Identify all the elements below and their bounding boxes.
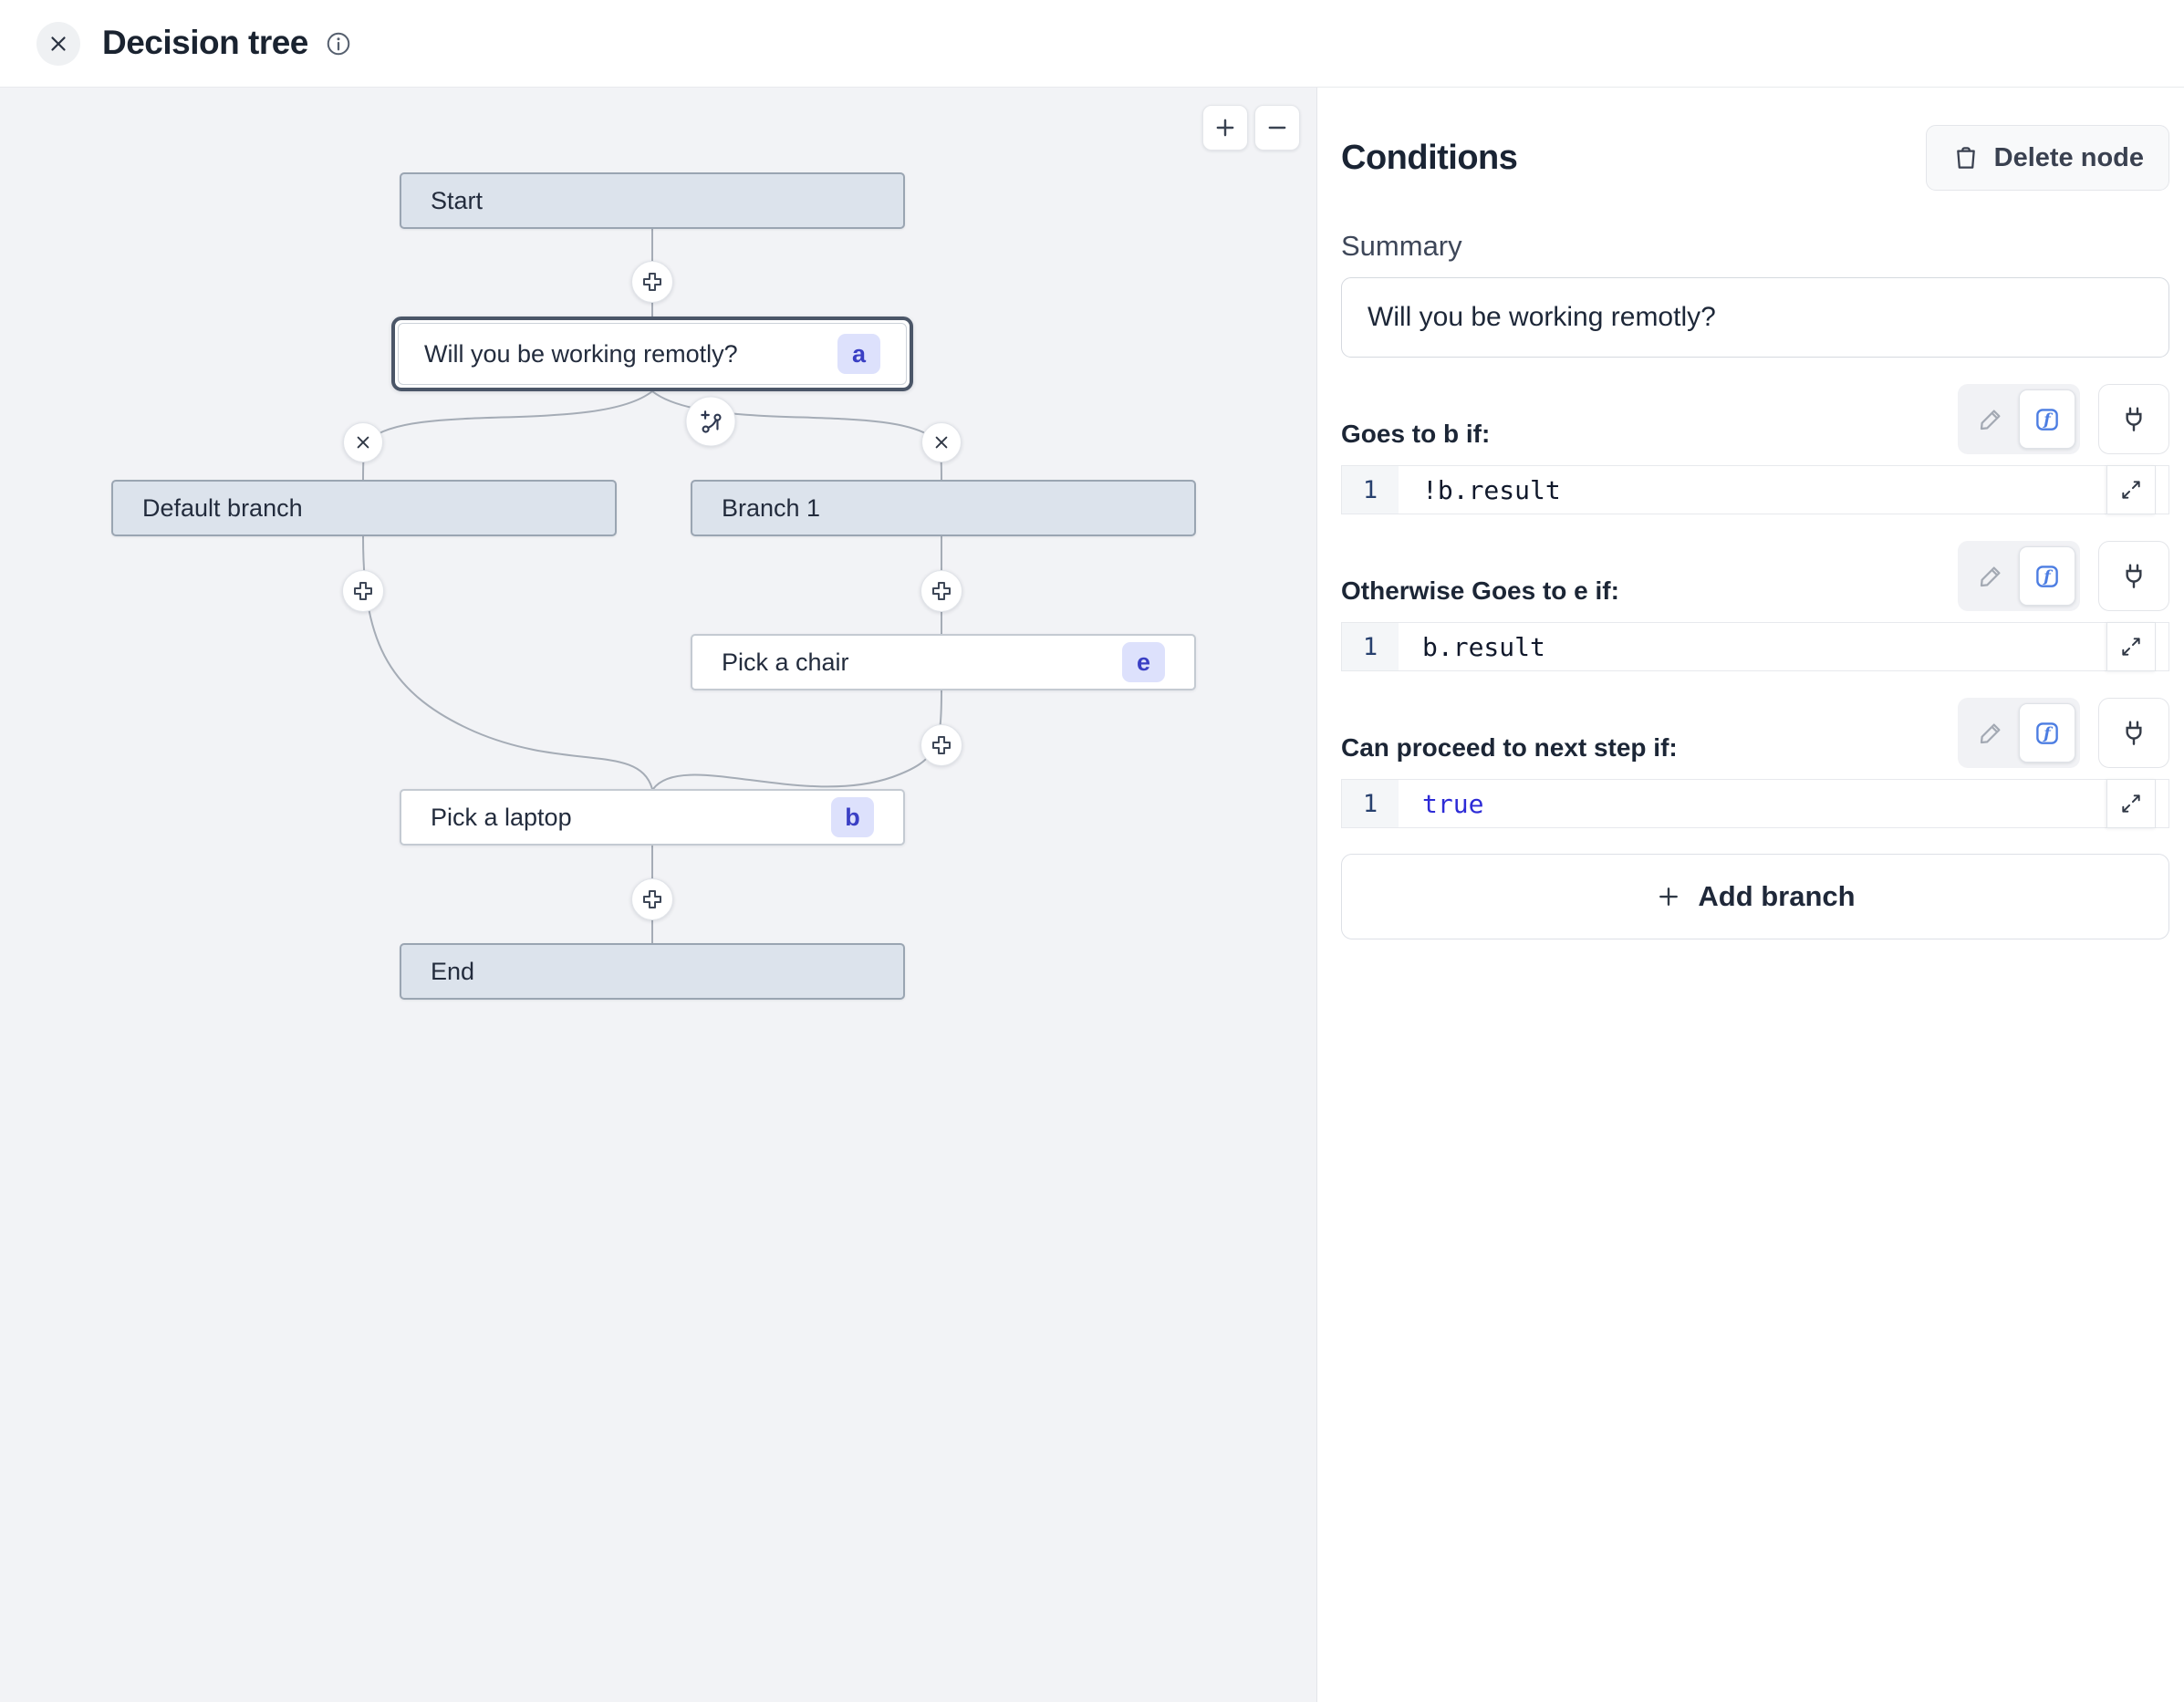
code-editor[interactable]: 1 true [1341,779,2169,828]
add-step-icon [641,888,663,910]
info-icon[interactable] [325,30,352,57]
trash-icon [1951,143,1981,172]
svg-text:f: f [2042,568,2054,586]
remove-branch-button[interactable] [921,422,962,462]
add-step-button[interactable] [631,878,673,920]
expand-icon [2119,635,2143,659]
node-label: Will you be working remotly? [424,339,738,368]
add-branch-node-button[interactable] [685,396,736,447]
delete-node-button[interactable]: Delete node [1925,125,2169,191]
svg-text:f: f [2042,411,2054,430]
page-title: Decision tree [102,23,308,61]
add-step-icon [931,580,952,602]
node-default-branch[interactable]: Default branch [111,480,617,536]
plug-icon [2119,405,2148,434]
remove-branch-button[interactable] [343,422,383,462]
expand-editor-button[interactable] [2106,779,2156,828]
fx-mode-button[interactable]: f [2019,546,2075,606]
section-label: Goes to b if: [1341,420,1491,448]
add-step-button[interactable] [631,261,673,303]
section-label: Otherwise Goes to e if: [1341,576,1619,605]
fx-icon: f [2033,720,2061,747]
editor-mode-toggle: f [1958,384,2080,454]
plug-icon [2119,719,2148,748]
node-label: Pick a chair [722,648,849,676]
line-number: 1 [1342,780,1399,827]
pencil-icon [1977,406,2004,433]
conditions-panel: Conditions Delete node Summary Goes to b… [1316,88,2184,1702]
code-text: !b.result [1422,474,1561,505]
pencil-mode-button[interactable] [1962,546,2019,606]
node-badge: e [1122,642,1165,682]
add-step-button[interactable] [342,570,384,612]
editor-mode-toggle: f [1958,698,2080,768]
add-branch-label: Add branch [1698,880,1856,912]
fx-icon: f [2033,563,2061,590]
expand-editor-button[interactable] [2106,465,2156,514]
plug-button[interactable] [2098,541,2169,611]
node-label: Pick a laptop [431,803,572,831]
code-text: true [1422,788,1484,819]
section-label: Can proceed to next step if: [1341,733,1678,762]
code-text: b.result [1422,631,1545,662]
zoom-in-button[interactable] [1202,105,1248,150]
code-editor[interactable]: 1 b.result [1341,622,2169,671]
zoom-out-button[interactable] [1254,105,1300,150]
node-badge: a [837,334,880,374]
flow-canvas[interactable]: Start Will you be working remotly? a Def… [0,88,1316,1702]
pencil-icon [1977,563,2004,590]
close-icon [47,32,70,56]
pencil-mode-button[interactable] [1962,703,2019,763]
panel-title: Conditions [1341,138,1518,177]
node-label: Branch 1 [722,493,821,522]
line-number: 1 [1342,623,1399,670]
plug-icon [2119,562,2148,591]
node-pick-a-laptop[interactable]: Pick a laptop b [400,789,905,846]
node-question-selected[interactable]: Will you be working remotly? a [391,317,913,391]
pencil-icon [1977,720,2004,747]
add-step-icon [641,271,663,293]
expand-icon [2119,792,2143,815]
plug-button[interactable] [2098,384,2169,454]
node-badge: b [831,797,874,837]
condition-section: Otherwise Goes to e if: f 1 b.result [1341,540,2169,671]
add-step-icon [352,580,374,602]
editor-mode-toggle: f [1958,541,2080,611]
expand-icon [2119,478,2143,502]
condition-section: Can proceed to next step if: f 1 true [1341,697,2169,828]
node-end[interactable]: End [400,943,905,1000]
svg-text:f: f [2042,725,2054,743]
add-step-icon [931,734,952,756]
condition-section: Goes to b if: f 1 !b.result [1341,383,2169,514]
node-label: Default branch [142,493,303,522]
close-icon [932,433,951,451]
add-step-button[interactable] [920,570,962,612]
branch-plus-icon [697,408,724,435]
plus-icon [1655,883,1682,910]
fx-icon: f [2033,406,2061,433]
node-label: End [431,957,475,985]
node-start[interactable]: Start [400,172,905,229]
minus-icon [1264,115,1290,140]
add-step-button[interactable] [920,724,962,766]
line-number: 1 [1342,466,1399,514]
fx-mode-button[interactable]: f [2019,703,2075,763]
close-button[interactable] [36,22,80,66]
fx-mode-button[interactable]: f [2019,389,2075,449]
code-editor[interactable]: 1 !b.result [1341,465,2169,514]
plus-icon [1212,115,1238,140]
delete-node-label: Delete node [1993,142,2144,172]
expand-editor-button[interactable] [2106,622,2156,671]
summary-input[interactable] [1341,277,2169,358]
pencil-mode-button[interactable] [1962,389,2019,449]
add-branch-button[interactable]: Add branch [1341,854,2169,939]
close-icon [354,433,372,451]
plug-button[interactable] [2098,698,2169,768]
node-pick-a-chair[interactable]: Pick a chair e [691,634,1196,690]
summary-label: Summary [1341,230,1462,262]
app-header: Decision tree [0,0,2184,88]
node-branch-1[interactable]: Branch 1 [691,480,1196,536]
node-label: Start [431,186,484,214]
